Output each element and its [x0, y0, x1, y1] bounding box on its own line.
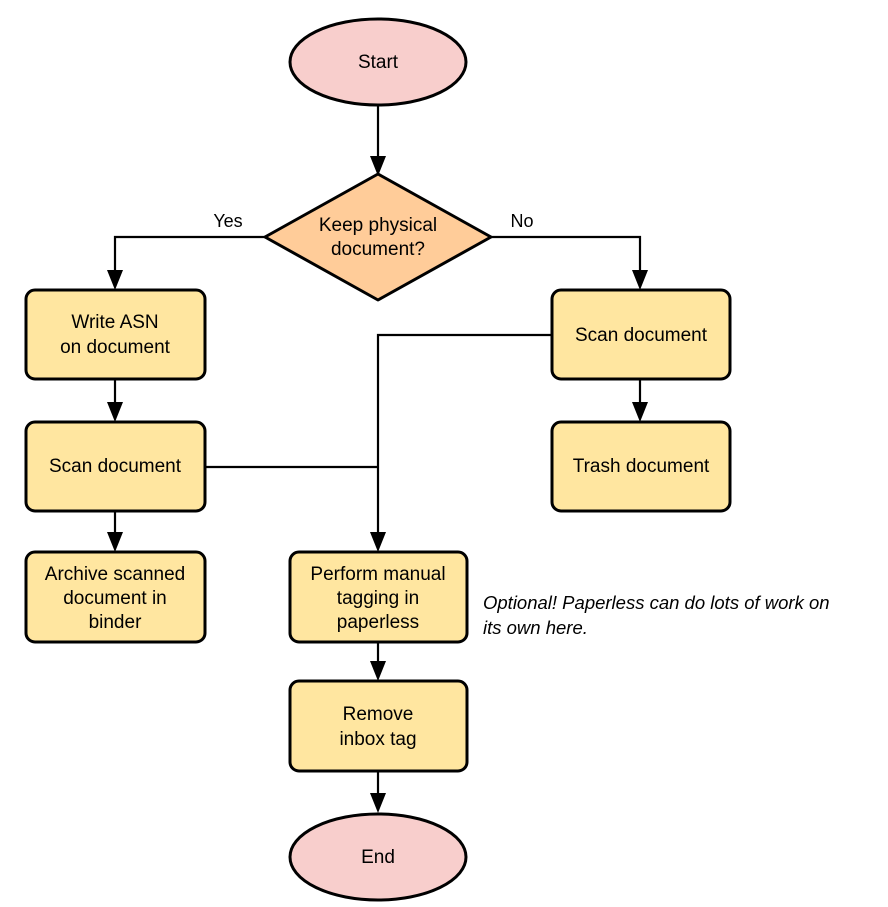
edge-scan-right-to-tagging — [370, 333, 552, 552]
annotation-optional-paperless: Optional! Paperless can do lots of work … — [483, 592, 830, 638]
edge-label-yes: Yes — [213, 211, 242, 231]
edge-tagging-to-remove-tag — [370, 642, 386, 681]
node-write-asn-label-line2: on document — [60, 337, 171, 358]
node-scan-document-left-label: Scan document — [49, 456, 182, 477]
node-trash-document-shape[interactable] — [550, 420, 732, 513]
node-end-label: End — [361, 847, 395, 868]
annotation-line2: its own here. — [483, 617, 588, 638]
node-remove-inbox-tag[interactable]: Remove inbox tag — [288, 679, 469, 773]
edge-arrowhead — [370, 532, 386, 552]
node-tagging-shape[interactable] — [288, 550, 469, 644]
node-decision-label-line1: Keep physical — [319, 215, 437, 236]
edge-arrowhead — [107, 532, 123, 552]
node-decision-label-line2: document? — [331, 239, 425, 260]
node-archive-shape[interactable] — [24, 550, 207, 644]
node-archive-label-line1: Archive scanned — [45, 564, 185, 585]
edge-arrowhead — [632, 270, 648, 290]
node-archive-scanned-document[interactable]: Archive scanned document in binder — [24, 550, 207, 644]
edge-arrowhead — [632, 402, 648, 422]
edge-arrowhead — [370, 661, 386, 681]
edge-line-segment — [113, 235, 265, 279]
node-scan-document-left-shape[interactable] — [24, 420, 207, 513]
node-remove-inbox-tag-label-line1: Remove — [343, 704, 414, 725]
node-write-asn-label-line1: Write ASN — [71, 312, 158, 333]
node-perform-manual-tagging[interactable]: Perform manual tagging in paperless — [288, 550, 469, 644]
edge-decision-no-to-scan-right — [491, 235, 648, 290]
edge-arrowhead — [107, 270, 123, 290]
node-write-asn[interactable]: Write ASN on document — [24, 288, 207, 381]
edge-line-segment — [376, 333, 552, 541]
node-scan-document-left[interactable]: Scan document — [24, 420, 207, 513]
edge-arrowhead — [370, 156, 386, 176]
node-trash-document-label: Trash document — [573, 456, 710, 477]
edge-decision-yes-to-write-asn — [107, 235, 265, 290]
edge-arrowhead — [107, 402, 123, 422]
edge-remove-tag-to-end — [370, 771, 386, 813]
node-write-asn-shape[interactable] — [24, 288, 207, 381]
node-tagging-label-line3: paperless — [337, 612, 419, 633]
node-start-label: Start — [358, 52, 399, 73]
edge-scan-left-to-archive — [107, 511, 123, 552]
edge-line-segment — [491, 235, 642, 279]
edge-scan-right-to-trash — [632, 379, 648, 422]
node-decision-shape[interactable] — [263, 172, 493, 302]
edge-write-asn-to-scan-left — [107, 379, 123, 422]
node-scan-document-right-shape[interactable] — [550, 288, 732, 381]
node-archive-label-line2: document in — [63, 588, 167, 609]
node-decision-keep-physical-document[interactable]: Keep physical document? — [263, 172, 493, 302]
node-end[interactable]: End — [288, 812, 468, 902]
edge-arrowhead — [370, 793, 386, 813]
edge-start-to-decision — [370, 106, 386, 176]
annotation-line1: Optional! Paperless can do lots of work … — [483, 592, 830, 613]
node-tagging-label-line2: tagging in — [337, 588, 419, 609]
node-start[interactable]: Start — [288, 17, 468, 107]
edge-label-no: No — [510, 211, 533, 231]
node-remove-inbox-tag-label-line2: inbox tag — [339, 729, 416, 750]
node-remove-inbox-tag-shape[interactable] — [288, 679, 469, 773]
node-scan-document-right[interactable]: Scan document — [550, 288, 732, 381]
node-trash-document[interactable]: Trash document — [550, 420, 732, 513]
node-scan-document-right-label: Scan document — [575, 325, 708, 346]
node-end-shape[interactable] — [288, 812, 468, 902]
node-archive-label-line3: binder — [89, 612, 142, 633]
node-start-shape[interactable] — [288, 17, 468, 107]
node-tagging-label-line1: Perform manual — [310, 564, 445, 585]
